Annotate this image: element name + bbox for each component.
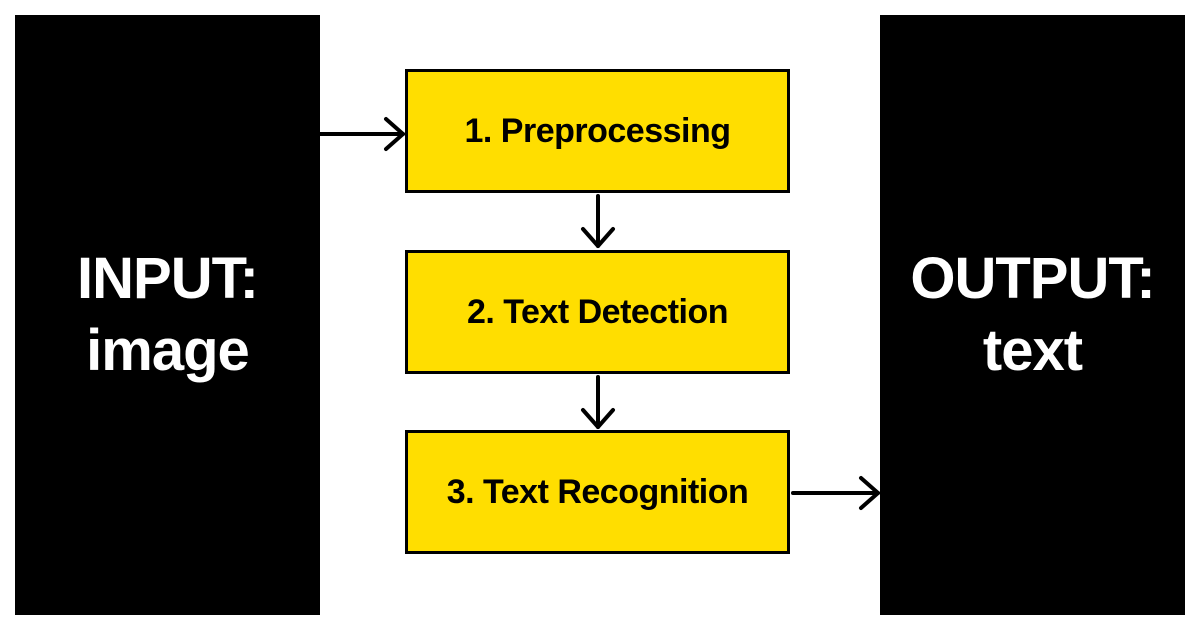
output-title: OUTPUT: [910, 246, 1155, 311]
input-title: INPUT: [77, 246, 259, 311]
step-text-recognition-label: 3. Text Recognition [446, 472, 749, 511]
arrow-detection-to-recognition [581, 375, 615, 429]
arrow-preprocessing-to-detection [581, 194, 615, 248]
step-text-detection-label: 2. Text Detection [466, 292, 729, 331]
arrow-input-to-preprocessing [318, 117, 405, 151]
step-text-detection: 2. Text Detection [405, 250, 790, 374]
input-type: image [86, 318, 250, 383]
output-panel: OUTPUT: text [880, 15, 1185, 615]
arrow-recognition-to-output [791, 476, 880, 510]
step-preprocessing-label: 1. Preprocessing [464, 111, 731, 150]
input-panel: INPUT: image [15, 15, 320, 615]
step-preprocessing: 1. Preprocessing [405, 69, 790, 193]
step-text-recognition: 3. Text Recognition [405, 430, 790, 554]
output-type: text [982, 318, 1083, 383]
